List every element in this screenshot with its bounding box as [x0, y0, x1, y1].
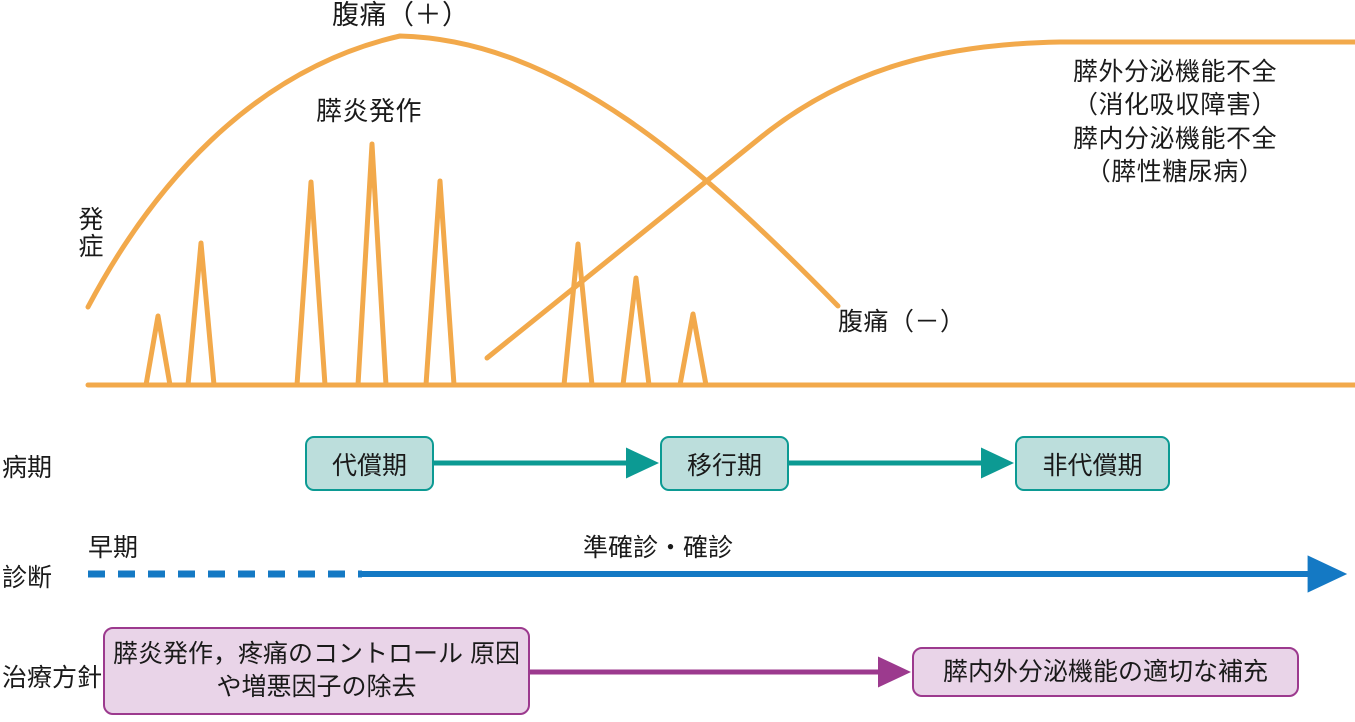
row-label-therapy: 治療方針 — [2, 664, 103, 692]
therapy-box-enzyme-replacement[interactable]: 膵内外分泌機能の適切な補充 — [912, 647, 1299, 697]
attack-spike — [185, 240, 217, 386]
abdominal-pain-negative-label: 腹痛（－） — [838, 308, 966, 336]
stage-box-decompensated[interactable]: 非代償期 — [1015, 436, 1170, 491]
therapy-box-pain-control[interactable]: 膵炎発作，疼痛のコントロール 原因や増悪因子の除去 — [103, 627, 530, 715]
stage-box-transition[interactable]: 移行期 — [660, 436, 789, 491]
abdominal-pain-curve — [85, 33, 841, 310]
pancreatitis-attack-spikes — [143, 141, 709, 386]
row-label-stage: 病期 — [2, 454, 53, 482]
diagnosis-early-label: 早期 — [88, 534, 139, 562]
attack-spike — [355, 141, 389, 386]
attack-spike — [677, 311, 709, 386]
diagnosis-confirmed-label: 準確診・確診 — [583, 534, 734, 562]
onset-label: 発症 — [75, 206, 103, 260]
pancreatitis-attack-label: 膵炎発作 — [316, 96, 423, 126]
attack-spike — [620, 275, 652, 386]
attack-spike — [423, 178, 457, 386]
attack-spike — [561, 241, 595, 386]
stage-box-compensated[interactable]: 代償期 — [305, 436, 434, 491]
attack-spike — [143, 313, 173, 386]
attack-spike — [294, 179, 328, 386]
abdominal-pain-positive-label: 腹痛（＋） — [332, 0, 470, 30]
row-label-diagnosis: 診断 — [2, 564, 53, 592]
pancreatic-insufficiency-annotation: 膵外分泌機能不全 （消化吸収障害） 膵内分泌機能不全 （膵性糖尿病） — [1073, 58, 1278, 186]
